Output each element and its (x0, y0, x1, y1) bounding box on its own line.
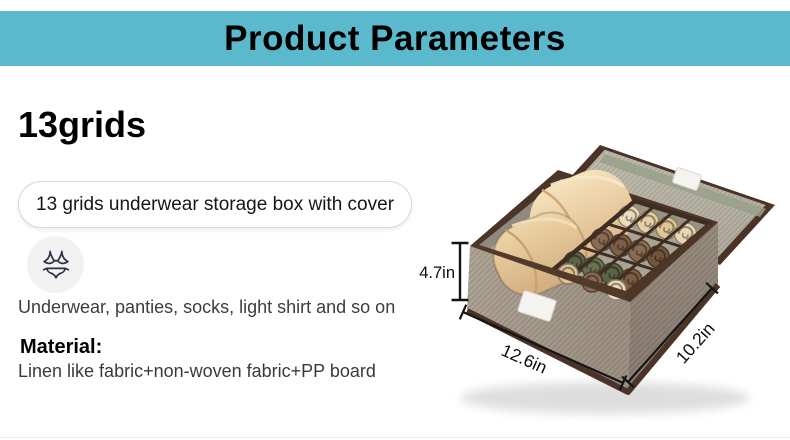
height-dimension-label: 4.7in (419, 264, 455, 282)
usage-text: Underwear, panties, socks, light shirt a… (18, 297, 396, 317)
grids-heading: 13grids (18, 104, 147, 145)
box-shadow (460, 382, 750, 414)
lingerie-icon (42, 250, 69, 279)
storage-box (465, 169, 721, 395)
height-dimension (451, 241, 469, 302)
product-photo: 4.7in 12.6in 10.2in (419, 145, 775, 414)
velcro-tab (517, 290, 557, 322)
section-divider (0, 437, 790, 438)
material-label: Material: (20, 336, 103, 358)
lingerie-icon-badge (27, 236, 84, 293)
banner-title: Product Parameters (224, 18, 566, 58)
material-value: Linen like fabric+non-woven fabric+PP bo… (18, 361, 376, 381)
lid-velcro-tab (672, 167, 702, 191)
rolled-clothes (492, 169, 635, 297)
header-banner: Product Parameters (0, 11, 790, 66)
feature-pill: 13 grids underwear storage box with cove… (18, 181, 413, 228)
